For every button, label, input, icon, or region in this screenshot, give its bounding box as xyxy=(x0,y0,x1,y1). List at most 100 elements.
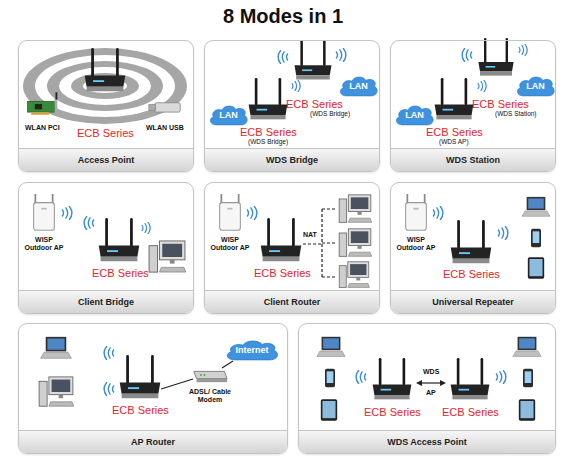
illustration-part xyxy=(34,194,55,230)
illustration-part xyxy=(99,218,139,261)
cloud-text: LAN xyxy=(526,81,545,91)
device-label: ECB Series xyxy=(286,98,343,110)
illustration-part xyxy=(440,380,446,386)
panel-caption: WDS Bridge xyxy=(266,155,318,165)
illustration-part xyxy=(23,48,187,124)
cloud-outline xyxy=(396,106,433,125)
illustration-part xyxy=(142,222,150,234)
illustration-part xyxy=(519,399,535,420)
illustration-part xyxy=(523,369,533,387)
device-label: (WDS AP) xyxy=(439,138,469,145)
wds-access-point-art xyxy=(317,337,541,421)
illustration-part xyxy=(325,369,335,387)
client-bridge-art xyxy=(34,194,186,272)
device-label: ECB Series xyxy=(77,127,134,139)
diagram-title: 8 Modes in 1 xyxy=(223,5,343,28)
caption-bar: WDS Access Point xyxy=(299,430,555,453)
device-label: (WDS Station) xyxy=(495,110,537,117)
cloud-text: Internet xyxy=(235,345,268,355)
illustration-part xyxy=(278,50,288,64)
illustration-part xyxy=(278,50,288,64)
wds-bridge-art xyxy=(249,40,346,119)
illustration-part xyxy=(451,220,491,263)
device-label: WLAN USB xyxy=(146,124,184,132)
cloud-text: LAN xyxy=(349,81,368,91)
cloud-outline xyxy=(210,106,247,125)
panel-caption: Universal Repeater xyxy=(432,297,514,307)
illustration-part xyxy=(220,194,241,230)
cloud-outline xyxy=(227,341,277,360)
illustration-part xyxy=(222,361,233,368)
device-label: ECB Series xyxy=(112,404,169,416)
device-label: WISP Outdoor AP xyxy=(22,236,66,251)
universal-repeater-art xyxy=(406,194,550,279)
illustration-part xyxy=(149,103,180,112)
illustration-part xyxy=(149,241,186,272)
illustration-part xyxy=(421,382,441,383)
illustration-part xyxy=(104,382,114,396)
cloud-outline xyxy=(340,77,377,96)
illustration-part xyxy=(478,80,486,92)
illustration-part xyxy=(498,226,508,240)
panel-caption: WDS Station xyxy=(446,155,500,165)
illustration-part xyxy=(462,48,472,62)
network-cloud: LAN xyxy=(338,75,379,97)
device-label: (WDS Bridge) xyxy=(310,110,350,117)
illustration-part xyxy=(433,206,443,220)
mode-panel: WDS Access Point xyxy=(298,323,556,454)
illustration-part xyxy=(295,40,332,79)
device-label: ADSL/ Cable Modem xyxy=(185,388,235,403)
caption-bar: Universal Repeater xyxy=(391,290,555,313)
illustration-part xyxy=(84,216,94,230)
device-label: ECB Series xyxy=(443,268,500,280)
illustration-part xyxy=(496,370,506,384)
illustration-part xyxy=(161,379,193,389)
caption-bar: WDS Bridge xyxy=(205,148,379,171)
network-cloud: LAN xyxy=(208,104,249,126)
illustration-part xyxy=(261,218,301,261)
illustration-part xyxy=(531,229,541,247)
device-label: ECB Series xyxy=(472,98,529,110)
illustration-part xyxy=(435,78,474,119)
device-label: ECB Series xyxy=(240,126,297,138)
panel-caption: AP Router xyxy=(131,437,175,447)
illustration-part xyxy=(85,48,125,91)
device-label: WLAN PCI xyxy=(25,124,60,132)
illustration-part xyxy=(303,209,336,277)
illustration-part xyxy=(356,370,366,384)
illustration-part xyxy=(522,197,550,216)
illustration-part xyxy=(513,337,541,357)
illustration-part xyxy=(373,358,412,399)
illustration-part xyxy=(451,358,490,399)
mode-panel: Access Point xyxy=(18,40,194,172)
panel-caption: Client Bridge xyxy=(78,297,134,307)
panel-caption: Access Point xyxy=(78,155,135,165)
illustration-part xyxy=(339,262,369,288)
illustration-part xyxy=(321,399,337,420)
illustration-part xyxy=(292,80,300,92)
illustration-part xyxy=(339,229,372,257)
illustration-part xyxy=(247,206,257,220)
illustration-part xyxy=(104,382,114,396)
illustration-part xyxy=(84,216,94,230)
panel-caption: WDS Access Point xyxy=(387,437,467,447)
cloud-outline xyxy=(517,77,554,96)
network-cloud: LAN xyxy=(394,104,435,126)
illustration-part xyxy=(62,206,72,220)
device-label: ECB Series xyxy=(426,126,483,138)
illustration-part xyxy=(339,195,372,223)
access-point-art xyxy=(23,48,187,124)
illustration-part xyxy=(462,48,472,62)
illustration-part xyxy=(416,380,422,386)
device-label: AP xyxy=(426,389,436,397)
caption-bar: Client Router xyxy=(205,290,379,313)
device-label: ECB Series xyxy=(364,406,421,418)
illustration-part xyxy=(104,346,114,360)
illustration-part xyxy=(528,257,544,278)
device-label: WISP Outdoor AP xyxy=(208,236,252,251)
illustration-part xyxy=(406,194,427,230)
illustration-part xyxy=(104,346,114,360)
network-cloud: Internet xyxy=(224,339,280,361)
illustration-part xyxy=(336,48,346,62)
illustration-part xyxy=(317,337,345,357)
